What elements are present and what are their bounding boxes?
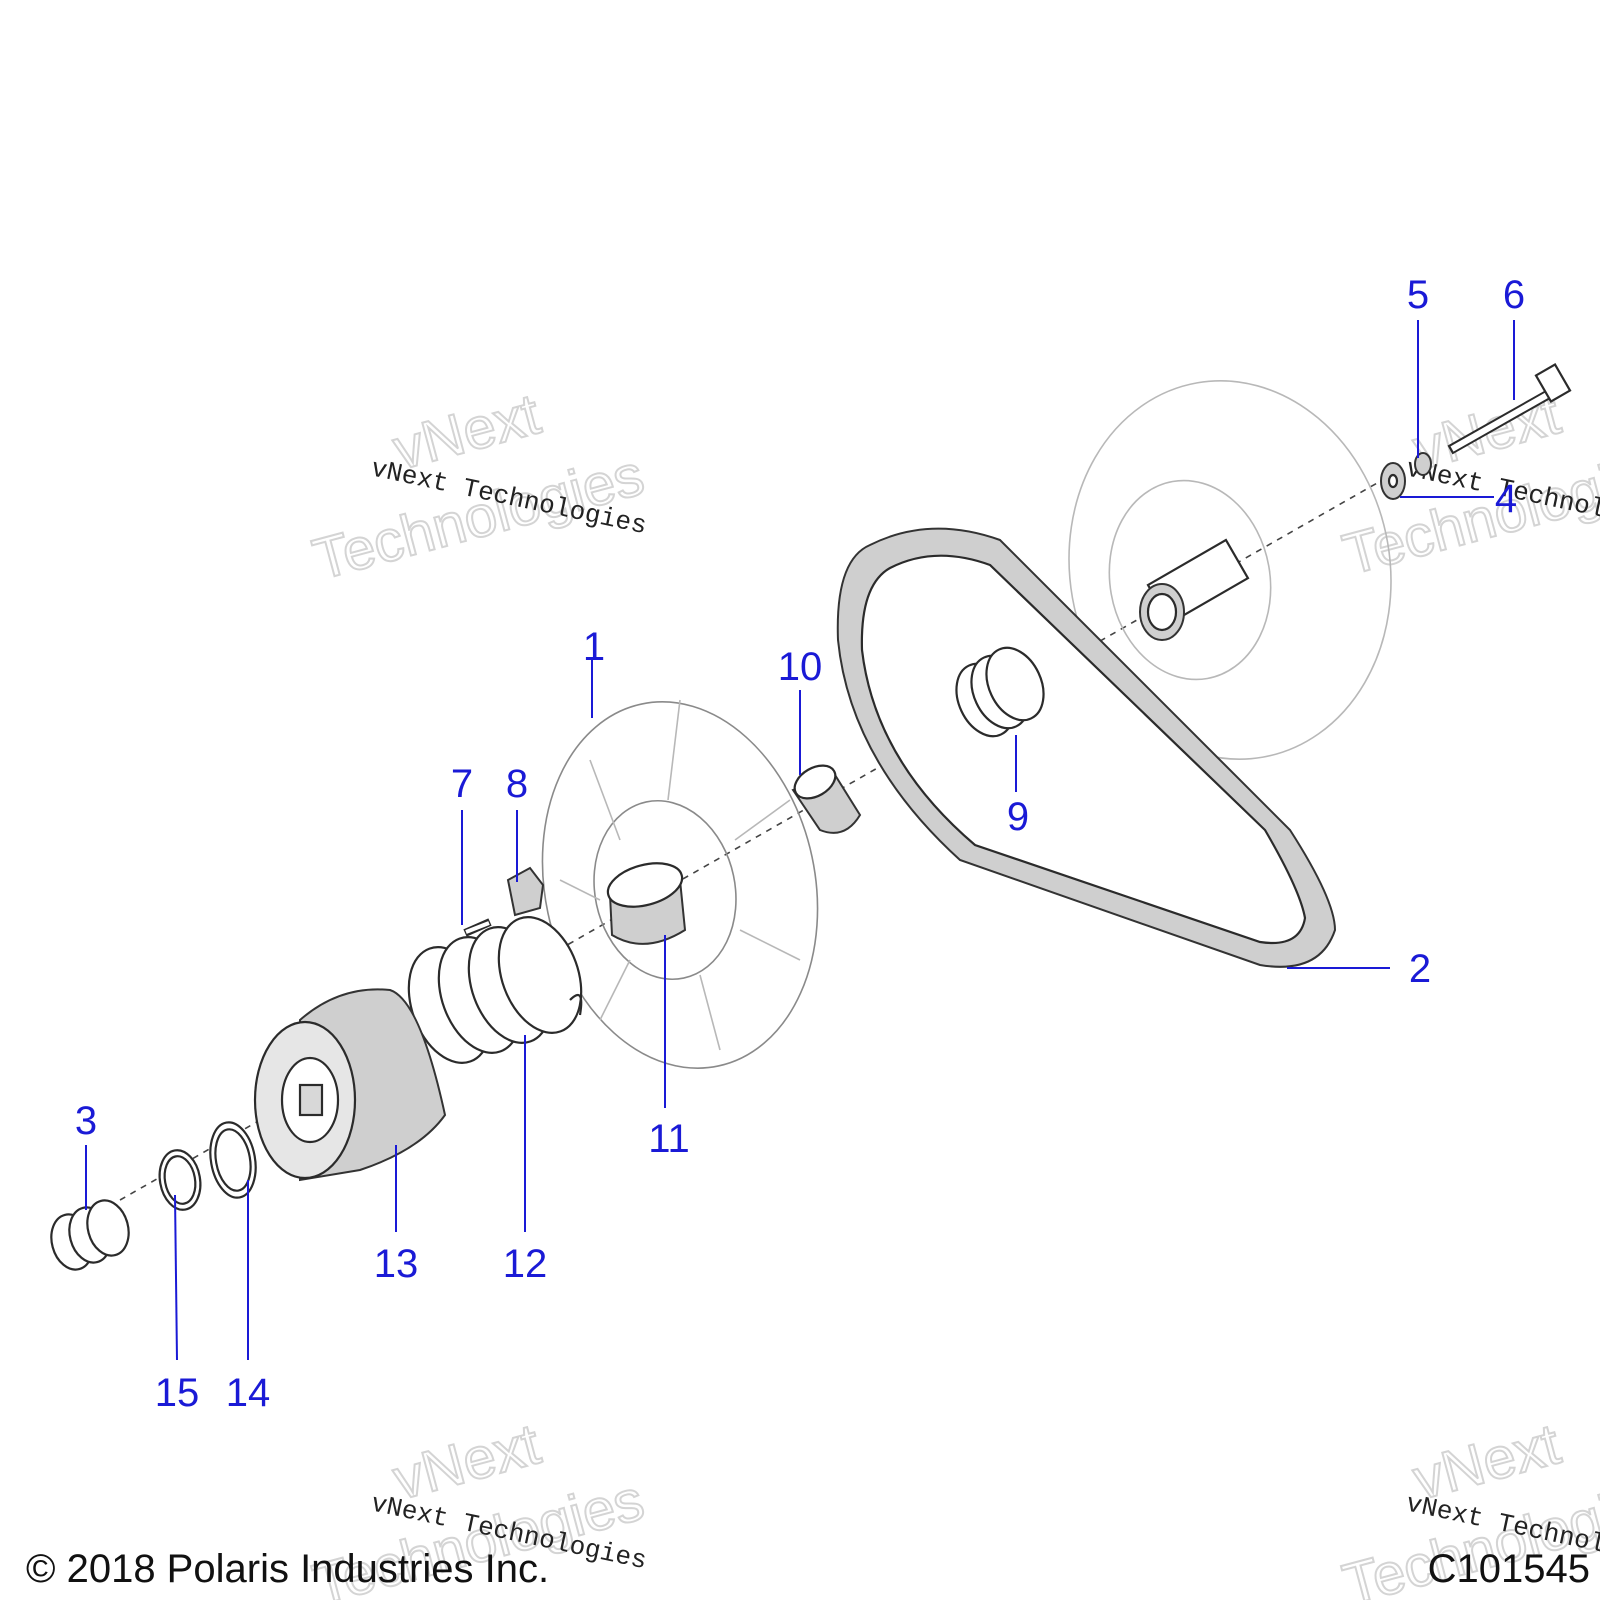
callout-11: 11 — [648, 1117, 690, 1161]
callout-15: 15 — [155, 1371, 200, 1415]
callout-5: 5 — [1407, 273, 1429, 317]
bushing-outer — [791, 764, 862, 834]
flat-washer — [1380, 462, 1406, 500]
callout-14: 14 — [226, 1371, 271, 1415]
snap-ring — [158, 1149, 202, 1211]
leader-15 — [174, 1194, 178, 1361]
callout-2: 2 — [1409, 947, 1431, 991]
callout-7: 7 — [451, 762, 473, 806]
lock-washer — [1414, 452, 1432, 476]
leader-lines — [85, 320, 1515, 1361]
callout-13: 13 — [374, 1242, 419, 1286]
callout-8: 8 — [506, 762, 528, 806]
large-spring — [407, 916, 583, 1064]
callout-labels: 1 2 3 4 5 6 7 8 9 10 11 12 13 14 15 — [75, 273, 1525, 1415]
roller — [506, 866, 545, 917]
bolt — [1447, 363, 1572, 455]
callout-9: 9 — [1007, 795, 1029, 839]
helix — [253, 988, 447, 1182]
pin — [463, 918, 492, 937]
fixed-sheave — [1068, 380, 1392, 760]
figure-id: C101545 — [1428, 1547, 1590, 1591]
end-spring — [50, 1199, 130, 1271]
movable-sheave — [541, 699, 819, 1069]
small-spring — [955, 646, 1045, 738]
bushing-inner — [606, 862, 687, 945]
callout-1: 1 — [583, 625, 605, 669]
watermark-top-left: vNext Technologies vNext Technologies — [306, 380, 652, 593]
callout-4: 4 — [1495, 477, 1517, 521]
copyright-text: © 2018 Polaris Industries Inc. — [26, 1547, 549, 1591]
drive-belt — [836, 527, 1337, 968]
callout-3: 3 — [75, 1099, 97, 1143]
callout-6: 6 — [1503, 273, 1525, 317]
retaining-ring-large — [209, 1121, 257, 1199]
callout-12: 12 — [503, 1242, 548, 1286]
callout-10: 10 — [778, 645, 823, 689]
